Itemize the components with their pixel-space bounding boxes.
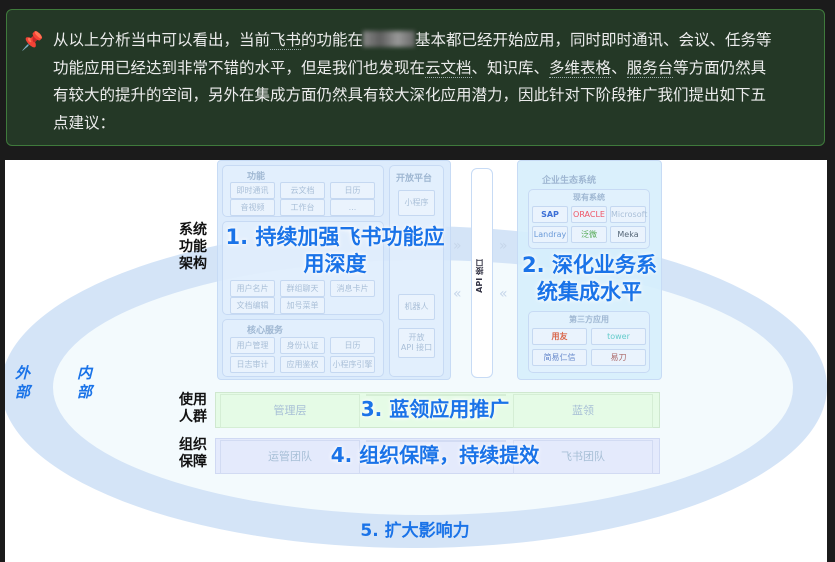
text: 从以上分析当中可以看出，当前 xyxy=(53,31,271,49)
cell: 加号菜单 xyxy=(280,297,325,314)
meka-logo: Meka xyxy=(610,226,646,243)
group-title: 现有系统 xyxy=(573,193,605,202)
tower-logo: tower xyxy=(591,328,646,345)
cell: 飞书团队 xyxy=(513,440,653,474)
chevron-right-icon: » xyxy=(499,238,508,254)
link-docs[interactable]: 云文档 xyxy=(425,58,472,78)
text: 功能应用已经达到非常不错的水平，但是我们也发现在 xyxy=(53,58,426,77)
core-service-group: 核心服务 用户管理 身份认证 日历 日志审计 应用鉴权 小程序引擎 xyxy=(222,319,384,377)
cell: 机器人 xyxy=(398,294,435,320)
group-title: 核心服务 xyxy=(247,326,284,336)
existing-systems: 现有系统 SAP ORACLE Microsoft Landray 泛微 Mek… xyxy=(528,189,650,249)
cell: 应用鉴权 xyxy=(280,356,325,373)
cell: 云文档 xyxy=(280,182,325,199)
label-organization: 组织保障 xyxy=(179,437,207,470)
organization-band: 运管团队 飞书团队 xyxy=(215,438,660,474)
text: 的功能在 xyxy=(301,31,364,49)
point-2-label: 2. 深化业务系统集成水平 xyxy=(522,253,657,304)
api-label: API 接口 xyxy=(475,259,484,293)
text: 、 xyxy=(611,58,627,77)
redacted-blur xyxy=(363,31,416,47)
chevron-right-icon: » xyxy=(453,238,462,254)
point-4-label: 4. 组织保障，持续提效 xyxy=(330,443,540,467)
microsoft-logo: Microsoft xyxy=(610,206,647,223)
point-3-label: 3. 蓝领应用推广 xyxy=(360,397,510,421)
cell: 管理层 xyxy=(220,394,360,428)
link-helpdesk[interactable]: 服务台 xyxy=(626,58,674,78)
chevron-left-icon: « xyxy=(453,286,462,302)
label-internal: 内部 xyxy=(77,364,93,401)
cell: 日历 xyxy=(330,182,375,199)
point-1-label: 1. 持续加强飞书功能应用深度 xyxy=(225,225,445,276)
open-platform-group: 开放平台 小程序 机器人 开放 API 接口 xyxy=(389,165,444,377)
text: 有较大的提升的空间，另外在集成方面仍然具有较大深化应用潜力，因此针对下阶段推广我… xyxy=(53,86,767,104)
pushpin-icon: 📌 xyxy=(21,31,44,52)
sap-logo: SAP xyxy=(532,206,568,223)
group-title: 开放平台 xyxy=(396,174,433,184)
yonyou-logo: 用友 xyxy=(532,328,587,345)
group-title: 第三方应用 xyxy=(569,315,609,324)
cell: ... xyxy=(330,199,375,216)
link-bitable[interactable]: 多维表格 xyxy=(549,58,612,78)
user-groups-band: 管理层 蓝领 xyxy=(215,392,660,428)
cell: 工作台 xyxy=(280,199,325,216)
link-feishu[interactable]: 飞书 xyxy=(270,31,302,50)
text: 、知识库、 xyxy=(471,58,550,77)
callout-box: 📌 从以上分析当中可以看出，当前飞书的功能在 基本都已经开始应用，同时即时通讯、会… xyxy=(6,9,825,146)
callout-text: 从以上分析当中可以看出，当前飞书的功能在 基本都已经开始应用，同时即时通讯、会议、… xyxy=(53,27,823,137)
cell: 蓝领 xyxy=(513,394,653,428)
group-title: 功能 xyxy=(247,172,266,182)
strategy-diagram: 功能 即时通讯 云文档 日历 音视频 工作台 ... 用户名片 群组聊天 消息卡… xyxy=(5,160,827,562)
text: 等方面仍然具 xyxy=(673,58,767,77)
cell: 日历 xyxy=(330,337,375,354)
function-group: 功能 即时通讯 云文档 日历 音视频 工作台 ... xyxy=(222,165,384,217)
feishu-architecture-panel: 功能 即时通讯 云文档 日历 音视频 工作台 ... 用户名片 群组聊天 消息卡… xyxy=(217,160,451,380)
api-bar: API 接口 xyxy=(471,168,493,378)
cell: 用户名片 xyxy=(230,280,275,297)
feature-group: 用户名片 群组聊天 消息卡片 文档编辑 加号菜单 xyxy=(222,221,384,315)
cell xyxy=(366,394,506,396)
point-5-label: 5. 扩大影响力 xyxy=(360,521,470,541)
cell: 开放 API 接口 xyxy=(398,328,435,358)
third-party-apps: 第三方应用 用友 tower 简易仁信 易刀 xyxy=(528,311,650,373)
chevron-left-icon: « xyxy=(499,286,508,302)
cell xyxy=(366,440,506,442)
group-title: 企业生态系统 xyxy=(542,176,597,186)
text: 基本都已经开始应用，同时即时通讯、会议、任务等 xyxy=(415,31,772,49)
cell: 消息卡片 xyxy=(330,280,375,297)
cell: 身份认证 xyxy=(280,337,325,354)
cell: 即时通讯 xyxy=(230,182,275,199)
label-external: 外部 xyxy=(15,364,31,401)
cell: 日志审计 xyxy=(230,356,275,373)
cell: 小程序引擎 xyxy=(330,356,375,373)
cell: 群组聊天 xyxy=(280,280,325,297)
oracle-logo: ORACLE xyxy=(571,206,607,223)
label-user-groups: 使用人群 xyxy=(179,392,207,425)
cell: 小程序 xyxy=(398,190,435,216)
app-logo: 易刀 xyxy=(591,349,646,366)
app-logo: 简易仁信 xyxy=(532,349,587,366)
cell: 文档编辑 xyxy=(230,297,275,314)
label-system-architecture: 系统功能架构 xyxy=(179,222,207,272)
cell: 运管团队 xyxy=(220,440,360,474)
cell: 音视频 xyxy=(230,199,275,216)
ecosystem-panel: 企业生态系统 现有系统 SAP ORACLE Microsoft Landray… xyxy=(517,160,662,380)
cell: 用户管理 xyxy=(230,337,275,354)
weaver-logo: 泛微 xyxy=(571,226,607,243)
landray-logo: Landray xyxy=(532,226,568,243)
text: 点建议： xyxy=(53,113,116,132)
